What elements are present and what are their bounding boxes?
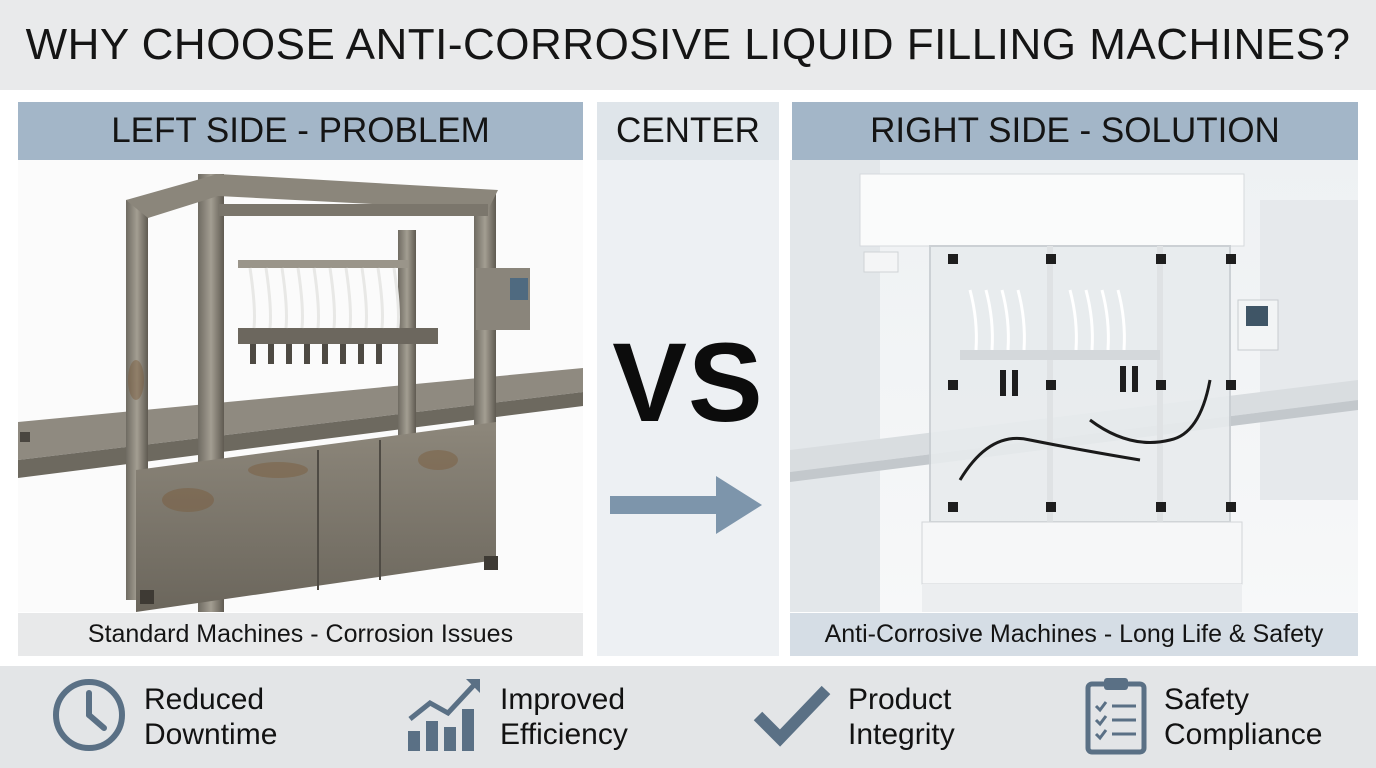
- left-caption: Standard Machines - Corrosion Issues: [18, 613, 583, 656]
- right-arrow-icon: [610, 474, 766, 541]
- benefit-safety-compliance: Safety Compliance: [1084, 666, 1322, 768]
- benefit-label: Safety Compliance: [1164, 683, 1323, 751]
- benefit-improved-efficiency: Improved Efficiency: [404, 666, 628, 768]
- right-caption: Anti-Corrosive Machines - Long Life & Sa…: [790, 613, 1358, 656]
- versus-label: VS: [612, 320, 764, 445]
- corroded-machine-image: [18, 160, 583, 612]
- center-column: [597, 160, 779, 656]
- center-panel-header: CENTER: [597, 102, 779, 160]
- growth-chart-icon: [404, 675, 484, 760]
- title-bar: WHY CHOOSE ANTI-CORROSIVE LIQUID FILLING…: [0, 0, 1376, 90]
- page-title: WHY CHOOSE ANTI-CORROSIVE LIQUID FILLING…: [25, 20, 1351, 69]
- checkmark-icon: [752, 680, 832, 755]
- left-panel-header: LEFT SIDE - PROBLEM: [18, 102, 583, 160]
- right-panel-header: RIGHT SIDE - SOLUTION: [792, 102, 1358, 160]
- clock-icon: [50, 676, 128, 759]
- benefit-label: Reduced Downtime: [144, 683, 278, 751]
- benefits-bar: Reduced Downtime Improved Efficiency: [0, 666, 1376, 768]
- benefit-label: Improved Efficiency: [500, 683, 628, 751]
- clipboard-checklist-icon: [1084, 674, 1148, 761]
- benefit-reduced-downtime: Reduced Downtime: [50, 666, 277, 768]
- anti-corrosive-machine-image: [790, 160, 1358, 612]
- benefit-label: Product Integrity: [848, 683, 955, 751]
- benefit-product-integrity: Product Integrity: [752, 666, 955, 768]
